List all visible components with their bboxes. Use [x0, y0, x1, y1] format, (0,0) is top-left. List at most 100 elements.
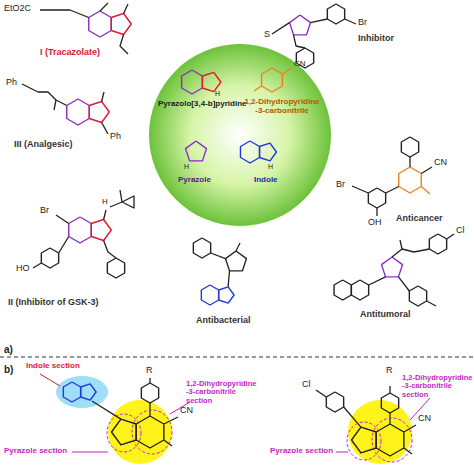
bond-line	[272, 23, 290, 34]
section-label: 1,2-Dihydropyridine -3-carbonitrile sect…	[186, 380, 262, 405]
bond-line	[72, 452, 108, 453]
atom-label: R	[146, 366, 153, 376]
bond-line	[182, 70, 203, 94]
bond-line	[104, 210, 106, 220]
bond-line	[400, 240, 402, 249]
compound-name: II (Inhibitor of GSK-3)	[8, 298, 99, 308]
bond-line	[336, 452, 348, 453]
bond-line	[81, 384, 96, 400]
highlight-ellipse	[56, 376, 108, 408]
section-outline	[107, 414, 141, 452]
compound-name: III (Analgesic)	[14, 140, 73, 150]
bond-line	[40, 10, 89, 18]
activity-label: Anticancer	[396, 214, 443, 224]
bond-line	[59, 237, 69, 254]
bond-line	[0, 357, 474, 358]
bond-line	[110, 190, 122, 207]
bond-line	[56, 215, 69, 224]
bond-line	[107, 258, 124, 278]
bond-line	[409, 286, 426, 306]
bond-line	[226, 251, 247, 271]
bond-line	[421, 187, 430, 195]
atom-label: Br	[40, 206, 49, 216]
bond-line	[260, 143, 277, 161]
bond-line	[89, 11, 112, 37]
bond-line	[399, 167, 422, 193]
bond-line	[447, 234, 454, 239]
atom-label: R	[386, 366, 393, 376]
atom-label: CN	[418, 414, 431, 424]
bond-line	[211, 253, 226, 259]
bond-line	[91, 219, 111, 240]
panel-letter: b)	[4, 364, 13, 375]
bond-line	[376, 424, 404, 456]
bond-line	[202, 72, 220, 91]
section-label: Pyrazole section	[270, 447, 333, 456]
section-outline	[372, 418, 412, 462]
bond-line	[392, 249, 429, 257]
atom-label: Br	[358, 18, 367, 28]
bond-line	[345, 19, 356, 24]
bond-line	[401, 137, 418, 157]
bond-line	[63, 382, 80, 402]
bond-line	[164, 440, 172, 446]
atom-label: EtO2C	[4, 4, 31, 14]
bond-line	[399, 277, 410, 291]
bond-line	[67, 99, 90, 125]
section-label: Indole section	[26, 362, 80, 371]
circle-shape	[148, 43, 332, 227]
bond-line	[102, 123, 108, 135]
bond-line	[316, 390, 326, 397]
bond-line	[89, 101, 109, 122]
bond-line	[124, 4, 128, 14]
atom-label: CN	[294, 60, 306, 69]
bond-line	[122, 196, 134, 208]
bond-line	[369, 277, 386, 285]
bond-line	[236, 243, 240, 251]
scaffold-circle: Pyrazolo[3,4-b]pyridine1,2-Dihydropyridi…	[148, 43, 332, 227]
atom-label: OH	[368, 218, 382, 228]
bond-line	[102, 92, 104, 102]
bond-line	[254, 86, 262, 91]
bond-line	[327, 4, 344, 24]
bond-line	[344, 407, 361, 427]
scaffold-name: 1,2-Dihydropyridine -3-carbonitrile	[244, 98, 320, 116]
compound-name: I (Tracazolate)	[40, 48, 100, 58]
bond-line	[381, 393, 398, 413]
bond-line	[376, 208, 377, 216]
bond-line	[429, 234, 446, 254]
section-outline	[132, 410, 172, 454]
atom-label: CN	[434, 158, 447, 168]
bond-line	[386, 187, 399, 194]
atom-label: S	[264, 30, 270, 40]
atom-label: Ph	[6, 78, 17, 88]
circle-fill	[149, 44, 331, 226]
scaffold-name: Indole	[254, 176, 278, 185]
section-outline	[347, 422, 381, 460]
section-label: 1,2-Dihydropyridine -3-carbonitrile sect…	[402, 374, 474, 399]
panel-letter: a)	[4, 344, 13, 355]
highlight-circle	[348, 400, 412, 464]
atom-label: H	[268, 163, 273, 171]
atom-label: Ph	[110, 132, 121, 142]
activity-label: Antitumoral	[360, 310, 411, 320]
bond-line	[104, 241, 116, 259]
bond-line	[389, 386, 390, 393]
atom-label: HO	[16, 264, 30, 274]
atom-label: CN	[180, 406, 193, 416]
bond-line	[111, 13, 131, 34]
bond-line	[240, 141, 259, 163]
bond-line	[186, 141, 207, 161]
scaffold-name: Pyrazolo[3,4-b]pyridine	[158, 100, 246, 109]
bond-line	[334, 280, 351, 300]
bond-line	[33, 263, 41, 268]
bond-line	[326, 392, 343, 412]
bond-line	[404, 448, 412, 454]
bond-line	[193, 238, 210, 258]
bond-line	[262, 68, 283, 92]
bond-line	[54, 100, 56, 110]
bond-line	[351, 280, 368, 300]
bond-line	[120, 35, 128, 55]
bond-line	[149, 378, 150, 383]
